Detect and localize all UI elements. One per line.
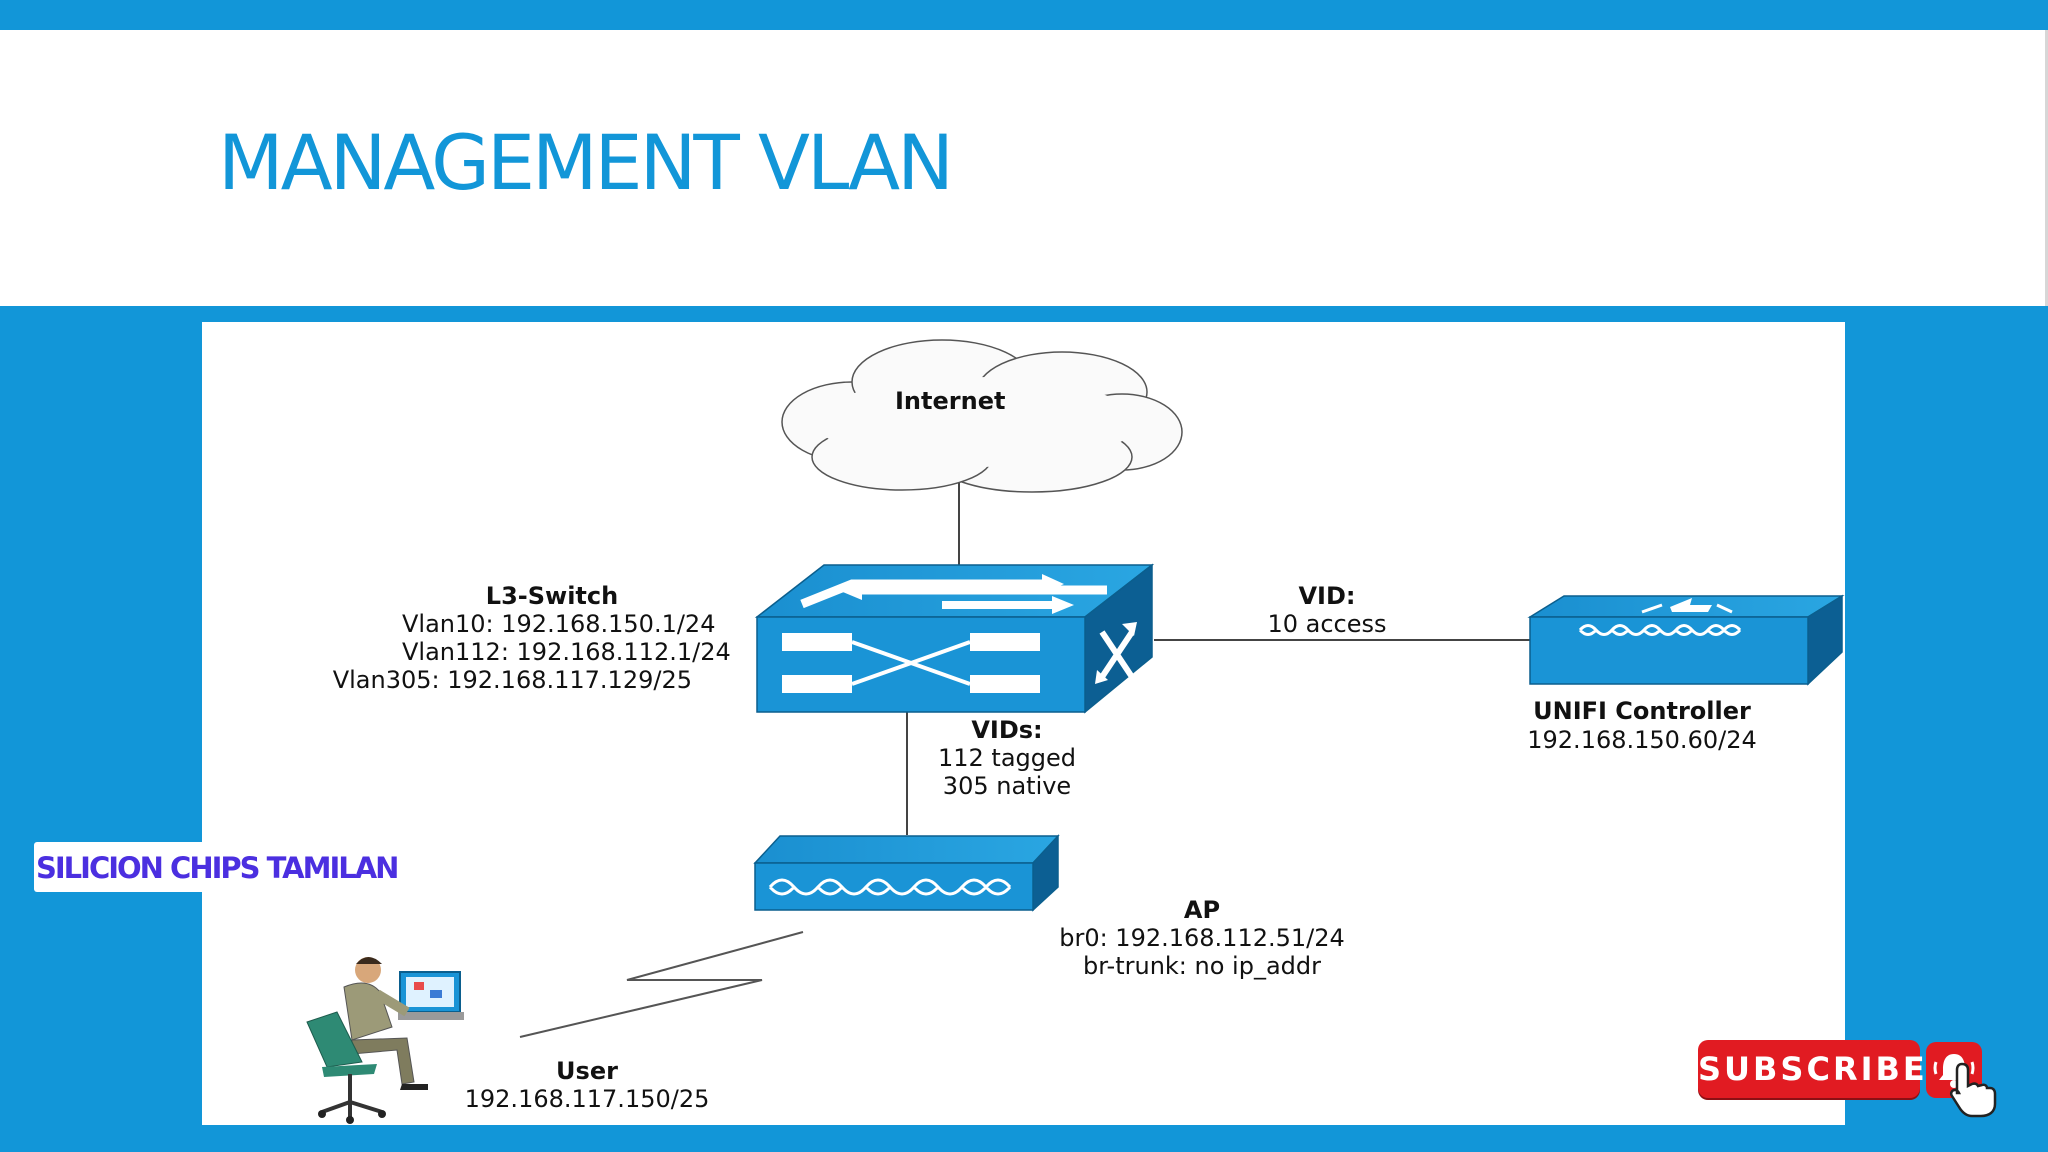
l3-switch-vlan112: Vlan112: 192.168.112.1/24 <box>402 638 731 666</box>
title-panel-edge <box>2045 30 2048 306</box>
diagram-panel: Internet L3-Switch Vlan10: 192.168.150.1… <box>202 322 1845 1125</box>
cursor-hand-icon <box>1949 1062 1997 1118</box>
title-panel <box>0 30 2048 306</box>
unifi-name: UNIFI Controller <box>1533 697 1751 725</box>
controller-link-value: 10 access <box>1267 610 1387 638</box>
controller-link-title: VID: <box>1298 582 1356 610</box>
l3-switch-vlan305: Vlan305: 192.168.117.129/25 <box>332 666 692 694</box>
user-name: User <box>556 1057 618 1085</box>
ap-link-native: 305 native <box>942 772 1072 800</box>
switch-icon <box>754 563 1155 714</box>
ap-name: AP <box>1183 896 1221 924</box>
ap-br0: br0: 192.168.112.51/24 <box>1059 924 1345 952</box>
wireless-link-icon <box>519 931 804 1038</box>
user-workstation-icon <box>306 957 464 1124</box>
network-diagram <box>306 339 1845 1124</box>
subscribed-button[interactable]: SUBSCRIBED <box>1698 1040 1958 1098</box>
internet-label: Internet <box>895 387 1006 415</box>
user-ip: 192.168.117.150/25 <box>464 1085 710 1113</box>
top-band <box>0 0 2048 30</box>
slide-title: MANAGEMENT VLAN <box>218 118 954 207</box>
subscribed-label: SUBSCRIBED <box>1698 1050 1958 1088</box>
channel-watermark: SILICION CHIPS TAMILAN <box>34 842 430 892</box>
access-point-icon <box>753 834 1060 912</box>
l3-switch-vlan10: Vlan10: 192.168.150.1/24 <box>402 610 716 638</box>
cloud-icon <box>781 339 1183 493</box>
unifi-ip: 192.168.150.60/24 <box>1527 726 1757 754</box>
controller-icon <box>1527 594 1845 686</box>
ap-br-trunk: br-trunk: no ip_addr <box>1082 952 1321 980</box>
ap-link-tagged: 112 tagged <box>937 744 1077 772</box>
l3-switch-name: L3-Switch <box>485 582 619 610</box>
ap-link-title: VIDs: <box>971 716 1043 744</box>
watermark-text: SILICION CHIPS TAMILAN <box>36 851 399 885</box>
